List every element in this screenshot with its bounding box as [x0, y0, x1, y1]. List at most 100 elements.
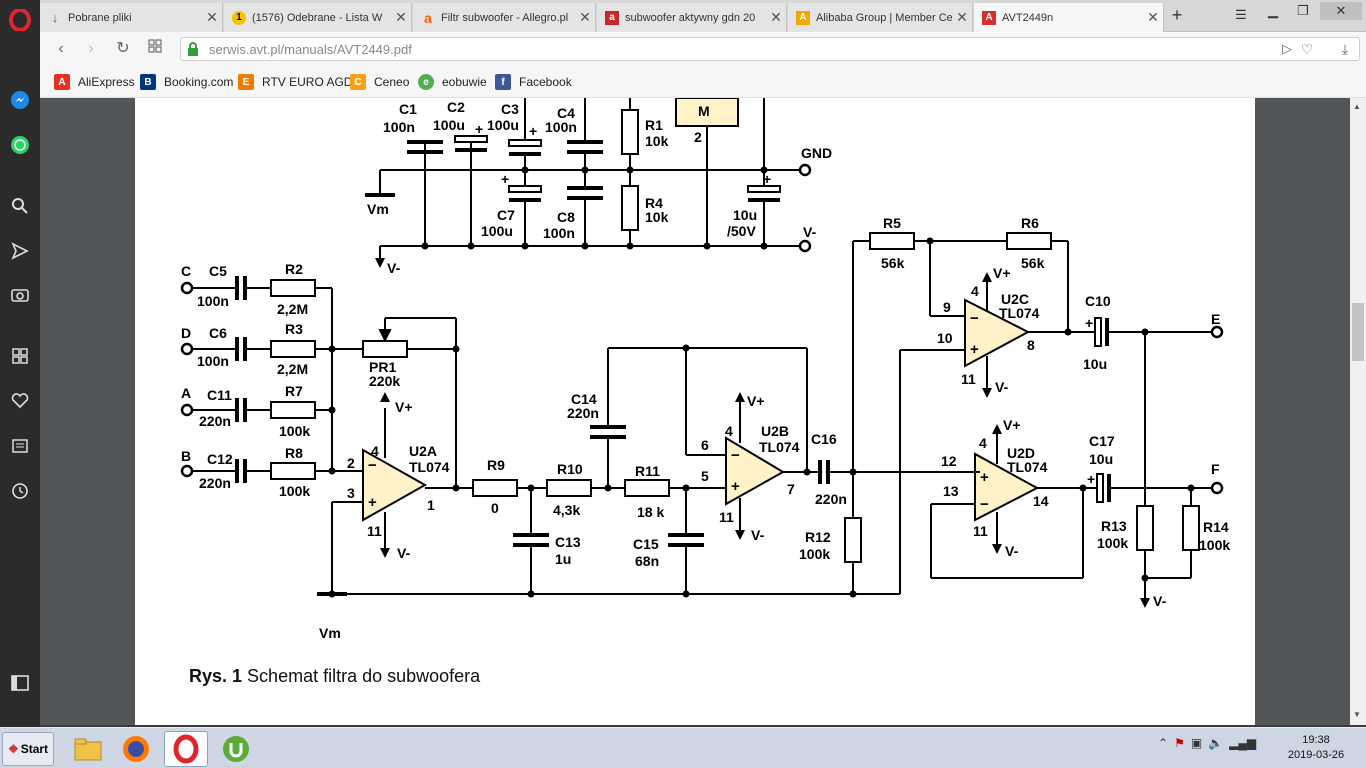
- tab-allegro[interactable]: a Filtr subwoofer - Allegro.pl ✕: [413, 3, 596, 32]
- new-tab-button[interactable]: +: [1171, 5, 1183, 25]
- tab-downloads[interactable]: ↓ Pobrane pliki ✕: [40, 3, 223, 32]
- pin-u2c-8: 8: [1027, 337, 1035, 353]
- label-r7: R7: [285, 383, 303, 399]
- history-icon[interactable]: [8, 479, 32, 503]
- label-r14-value: 100k: [1199, 537, 1230, 553]
- label-c4-value: 100n: [545, 119, 577, 135]
- label-u2d-type: TL074: [1007, 459, 1048, 475]
- bookmark-aliexpress[interactable]: A AliExpress: [54, 74, 135, 90]
- bookmark-eobuwie[interactable]: e eobuwie: [418, 74, 487, 90]
- label-c16-value: 220n: [815, 491, 847, 507]
- volume-icon[interactable]: 🔈: [1208, 736, 1224, 750]
- taskbar: ❖Start ⌃ ⚑ ▣ 🔈 ▂▄▆ 19:38 2019-03-26: [0, 727, 1366, 768]
- pin-u2a-3: 3: [347, 485, 355, 501]
- close-icon[interactable]: ✕: [206, 9, 218, 25]
- label-r9-value: 0: [491, 500, 499, 516]
- forward-button[interactable]: ›: [88, 40, 94, 57]
- tab-mail[interactable]: 1 (1576) Odebrane - Lista W ✕: [224, 3, 412, 32]
- whatsapp-icon[interactable]: [8, 133, 32, 157]
- close-icon[interactable]: ✕: [579, 9, 591, 25]
- tab-alibaba[interactable]: A Alibaba Group | Member Ce ✕: [788, 3, 973, 32]
- reload-button[interactable]: ↻: [116, 40, 130, 57]
- camera-icon[interactable]: [8, 283, 32, 307]
- search-icon[interactable]: [8, 194, 32, 218]
- label-input-a: A: [181, 385, 191, 401]
- sidebar-toggle-icon[interactable]: [8, 671, 32, 695]
- scroll-down-icon[interactable]: ▼: [1353, 710, 1361, 719]
- pin-u2d-4: 4: [979, 435, 987, 451]
- send-flow-icon[interactable]: ▷: [1282, 41, 1292, 56]
- label-c8-value: 100n: [543, 225, 575, 241]
- close-icon[interactable]: ✕: [1147, 9, 1159, 25]
- bookmark-rtv-euro-agd[interactable]: E RTV EURO AGD: [238, 74, 352, 90]
- tray-expand-icon[interactable]: ⌃: [1158, 736, 1169, 750]
- downloads-icon[interactable]: ⤓: [1341, 41, 1349, 57]
- bookmark-booking[interactable]: B Booking.com: [140, 74, 233, 90]
- label-c12-value: 220n: [199, 475, 231, 491]
- tab-menu-icon[interactable]: ☰: [1235, 7, 1247, 22]
- label-vm-bottom: Vm: [319, 625, 341, 641]
- label-c5: C5: [209, 263, 227, 279]
- label-input-d: D: [181, 325, 191, 341]
- tabs-overview-icon[interactable]: [144, 39, 166, 59]
- speed-dial-icon[interactable]: [8, 344, 32, 368]
- close-icon[interactable]: ✕: [956, 9, 968, 25]
- clock-date: 2019-03-26: [1287, 749, 1345, 761]
- tab-title: AVT2449n: [1002, 11, 1054, 24]
- close-icon[interactable]: ✕: [395, 9, 407, 25]
- scroll-up-icon[interactable]: ▲: [1353, 102, 1361, 111]
- send-icon[interactable]: [8, 239, 32, 263]
- label-r13-value: 100k: [1097, 535, 1128, 551]
- news-icon[interactable]: [8, 434, 32, 458]
- eobuwie-icon: e: [418, 74, 434, 90]
- close-icon[interactable]: ✕: [770, 9, 782, 25]
- bookmark-facebook[interactable]: f Facebook: [495, 74, 572, 90]
- scrollbar-thumb[interactable]: [1352, 303, 1364, 361]
- url-input[interactable]: serwis.avt.pl/manuals/AVT2449.pdf: [180, 37, 1360, 61]
- minimize-button[interactable]: ▁: [1268, 3, 1278, 18]
- heart-icon[interactable]: [8, 389, 32, 413]
- back-button[interactable]: ‹: [58, 40, 64, 57]
- label-r12: R12: [805, 529, 831, 545]
- firefox-app[interactable]: [114, 731, 158, 767]
- signal-icon[interactable]: ▂▄▆: [1229, 736, 1257, 750]
- clock-time: 19:38: [1302, 734, 1330, 746]
- label-c13-value: 1u: [555, 551, 571, 567]
- label-input-b: B: [181, 448, 191, 464]
- messenger-icon[interactable]: [8, 88, 32, 112]
- bookmark-label: RTV EURO AGD: [262, 75, 353, 89]
- clock[interactable]: 19:38 2019-03-26: [1276, 733, 1356, 763]
- label-c5-value: 100n: [197, 293, 229, 309]
- opera-menu-icon[interactable]: [8, 8, 32, 32]
- svg-text:+: +: [475, 121, 483, 137]
- network-warning-icon[interactable]: ⚑: [1174, 736, 1185, 750]
- pin-u2c-4: 4: [971, 283, 979, 299]
- tab-avt2449n[interactable]: A AVT2449n ✕: [974, 3, 1164, 32]
- opera-sidebar: [0, 0, 40, 727]
- rtv-euro-agd-icon: E: [238, 74, 254, 90]
- label-u2b-vplus: V+: [747, 393, 765, 409]
- label-vminus-rail: V-: [803, 224, 817, 240]
- pin-u2d-12: 12: [941, 453, 957, 469]
- address-bar: ‹ › ↻ serwis.avt.pl/manuals/AVT2449.pdf …: [40, 32, 1366, 66]
- utorrent-app[interactable]: [214, 731, 258, 767]
- svg-text:+: +: [1087, 471, 1095, 487]
- svg-text:+: +: [763, 171, 771, 187]
- folder-icon: [74, 738, 102, 761]
- caption-label: Rys. 1: [189, 666, 243, 686]
- start-button[interactable]: ❖Start: [2, 732, 54, 766]
- pin-u2b-7: 7: [787, 481, 795, 497]
- bookmark-ceneo[interactable]: C Ceneo: [350, 74, 409, 90]
- close-window-button[interactable]: ✕: [1320, 2, 1362, 20]
- maximize-button[interactable]: ❐: [1297, 3, 1309, 18]
- label-c11: C11: [207, 387, 232, 403]
- svg-text:−: −: [970, 310, 979, 327]
- bookmark-heart-icon[interactable]: ♡: [1300, 41, 1314, 57]
- tab-subwoofer[interactable]: a subwoofer aktywny gdn 20 ✕: [597, 3, 787, 32]
- device-icon[interactable]: ▣: [1190, 736, 1203, 750]
- file-explorer-app[interactable]: [66, 731, 110, 767]
- lock-icon: [188, 42, 198, 56]
- opera-app[interactable]: [164, 731, 208, 767]
- vertical-scrollbar[interactable]: ▲ ▼: [1350, 98, 1366, 725]
- label-m: M: [698, 103, 710, 119]
